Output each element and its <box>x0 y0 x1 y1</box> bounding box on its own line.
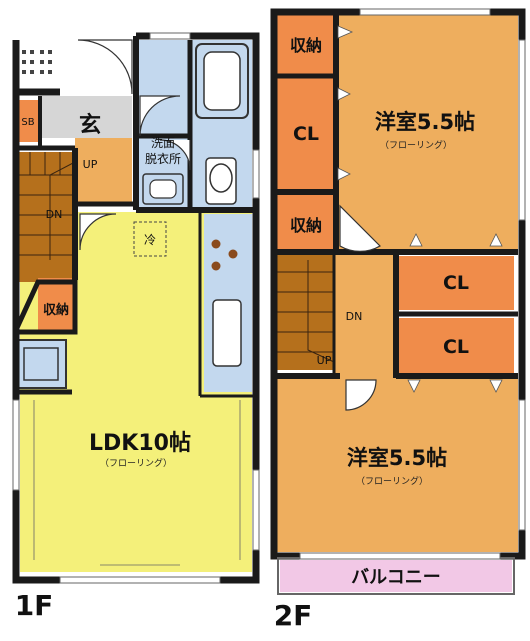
entrance-tiles <box>22 50 52 74</box>
washbasin-icon <box>142 173 184 205</box>
room-top-label: 洋室5.5帖 <box>374 110 476 134</box>
sb-fill <box>16 100 40 142</box>
ldk-label: LDK10帖 <box>89 431 191 456</box>
floor-1-label: 1F <box>14 588 54 622</box>
dn-label-2f: DN <box>345 309 363 323</box>
room-top-fill <box>336 14 518 252</box>
fridge-space <box>133 221 167 257</box>
stove-icon <box>211 239 238 271</box>
senmen-label-2: 脱衣所 <box>144 151 181 166</box>
cl-left-fill <box>276 76 336 190</box>
cl-right-bottom-label: CL <box>442 336 470 358</box>
dn-label-1f: DN <box>45 207 63 221</box>
cl-right-top-label: CL <box>442 272 470 294</box>
ldk-floor-label: （フローリング） <box>100 459 173 469</box>
stairs-2f <box>276 260 335 363</box>
windows-1f <box>12 32 260 584</box>
genkan-label: 玄 <box>78 113 101 138</box>
storage-label-1f: 収納 <box>42 302 69 318</box>
room-bottom-label: 洋室5.5帖 <box>346 446 448 470</box>
cl-left-label: CL <box>292 123 320 145</box>
ldk-ticks <box>33 400 241 566</box>
balcony-fill <box>280 560 512 592</box>
doors-1f <box>77 39 191 251</box>
hall2-fill <box>334 252 396 378</box>
floor-2-label: 2F <box>273 598 313 632</box>
windows-2f <box>299 8 526 560</box>
room-bottom-fill <box>276 378 518 552</box>
doors-2f <box>339 204 381 411</box>
kitchen-sink-icon <box>212 299 242 367</box>
cl-right-top-fill <box>398 256 514 310</box>
stairs-1f <box>16 152 76 260</box>
storage-mid-fill <box>276 194 336 252</box>
up-label-2f: UP <box>316 353 332 367</box>
room-top-floor-label: （フローリング） <box>380 141 453 151</box>
cl-right-bottom-fill <box>398 318 514 374</box>
toilet-icon <box>205 157 237 205</box>
closet-marks <box>337 25 503 393</box>
senmen-label-1: 洗面 <box>150 135 175 150</box>
up-label-1f: UP <box>82 157 98 171</box>
storage1-fill <box>38 278 74 330</box>
hall-fill <box>75 138 132 202</box>
room-bottom-floor-label: （フローリング） <box>356 477 429 487</box>
storage-top-label: 収納 <box>289 36 322 55</box>
fridge-label: 冷 <box>143 232 156 247</box>
storage-mid-label: 収納 <box>289 216 322 235</box>
balcony-label: バルコニー <box>351 567 441 588</box>
storage-top-fill <box>276 14 336 76</box>
genkan-fill <box>40 96 132 138</box>
sb-label: SB <box>21 116 35 128</box>
